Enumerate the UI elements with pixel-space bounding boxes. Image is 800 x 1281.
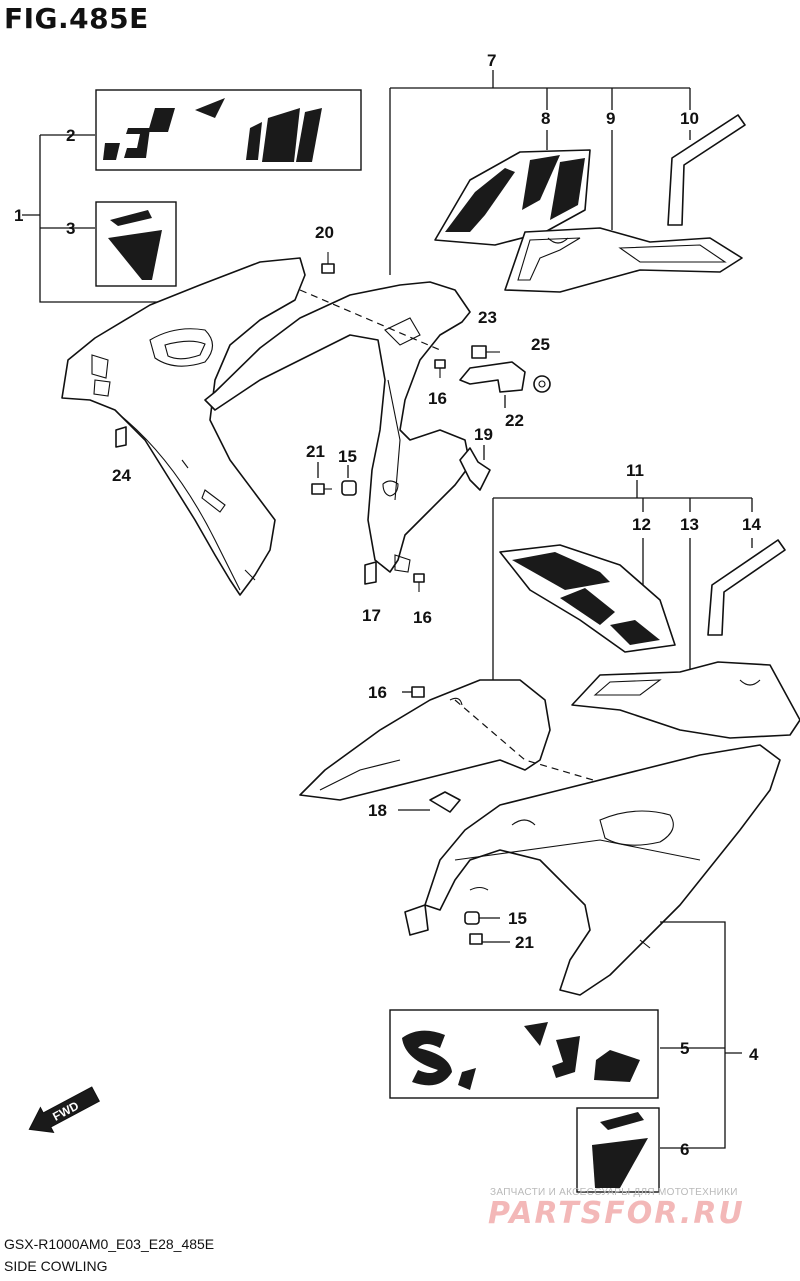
- bracket-19: [459, 445, 491, 491]
- callout-1: 1: [14, 206, 23, 225]
- upper-side-cowling: [61, 257, 306, 596]
- emblem-decal-2: [95, 89, 362, 171]
- screw-16-lower: [402, 686, 425, 698]
- callout-15-lower: 15: [508, 909, 527, 928]
- screw-16-upper: [434, 359, 446, 378]
- assembly-guide-line-upper: [299, 289, 441, 351]
- callout-16-lower: 16: [368, 683, 387, 702]
- callout-17: 17: [362, 606, 381, 625]
- bracket-group-7: [389, 70, 691, 275]
- callout-14: 14: [742, 515, 761, 534]
- callout-20: 20: [315, 223, 334, 242]
- callout-13: 13: [680, 515, 699, 534]
- callout-3: 3: [66, 219, 75, 238]
- screw-21-lower: [469, 933, 510, 945]
- bracket-22: [459, 361, 526, 408]
- watermark-tagline: ЗАПЧАСТИ И АКСЕССУАРЫ ДЛЯ МОТОТЕХНИКИ: [490, 1187, 738, 1198]
- trim-strip-10: [667, 114, 746, 226]
- callout-7: 7: [487, 51, 496, 70]
- label-24: [115, 426, 127, 448]
- callout-12: 12: [632, 515, 651, 534]
- assembly-guide-line-lower: [454, 699, 611, 786]
- callout-5: 5: [680, 1039, 689, 1058]
- callout-25: 25: [531, 335, 550, 354]
- footer-model-code: GSX-R1000AM0_E03_E28_485E: [4, 1236, 215, 1252]
- callout-23: 23: [478, 308, 497, 327]
- footer-section-name: SIDE COWLING: [4, 1258, 108, 1274]
- callout-22: 22: [505, 411, 524, 430]
- label-17: [364, 561, 377, 585]
- watermark-brand: PARTSFOR.RU: [488, 1196, 745, 1231]
- screw-16-mid: [413, 573, 425, 592]
- callout-19: 19: [474, 425, 493, 444]
- callout-6: 6: [680, 1140, 689, 1159]
- collar-15-lower: [464, 911, 500, 925]
- tank-decal-12: [499, 538, 676, 653]
- bracket-group-1: [22, 134, 175, 303]
- callout-4: 4: [749, 1045, 759, 1064]
- callout-18: 18: [368, 801, 387, 820]
- callout-21-upper: 21: [306, 442, 325, 461]
- callout-24: 24: [112, 466, 131, 485]
- fwd-arrow-icon: FWD: [28, 1086, 100, 1133]
- callout-15-upper: 15: [338, 447, 357, 466]
- callout-10: 10: [680, 109, 699, 128]
- bolt-23: [471, 345, 500, 359]
- side-decal-13: [571, 538, 800, 739]
- emblem-decal-5: [389, 1009, 659, 1099]
- lower-inner-panel: [299, 679, 551, 801]
- screw-20: [321, 252, 335, 274]
- mount-tab-lower: [404, 904, 429, 936]
- collar-15-upper: [341, 465, 357, 496]
- panel-decal-6: [576, 1107, 660, 1193]
- bracket-18: [398, 791, 461, 813]
- side-decal-9: [504, 130, 743, 293]
- callout-2: 2: [66, 126, 75, 145]
- callout-16-mid: 16: [413, 608, 432, 627]
- trim-strip-14: [707, 538, 786, 636]
- figure-title: FIG.485E: [4, 2, 149, 35]
- screw-21-upper: [311, 462, 332, 495]
- callout-16-upper: 16: [428, 389, 447, 408]
- bracket-group-11: [492, 480, 753, 680]
- callout-9: 9: [606, 109, 615, 128]
- callout-11: 11: [626, 461, 644, 480]
- callout-21-lower: 21: [515, 933, 534, 952]
- lower-side-cowling: [424, 744, 781, 996]
- callout-8: 8: [541, 109, 550, 128]
- grommet-25: [533, 375, 551, 393]
- tank-decal-8: [434, 130, 591, 246]
- bracket-group-4: [660, 921, 742, 1149]
- panel-decal-3: [95, 201, 177, 287]
